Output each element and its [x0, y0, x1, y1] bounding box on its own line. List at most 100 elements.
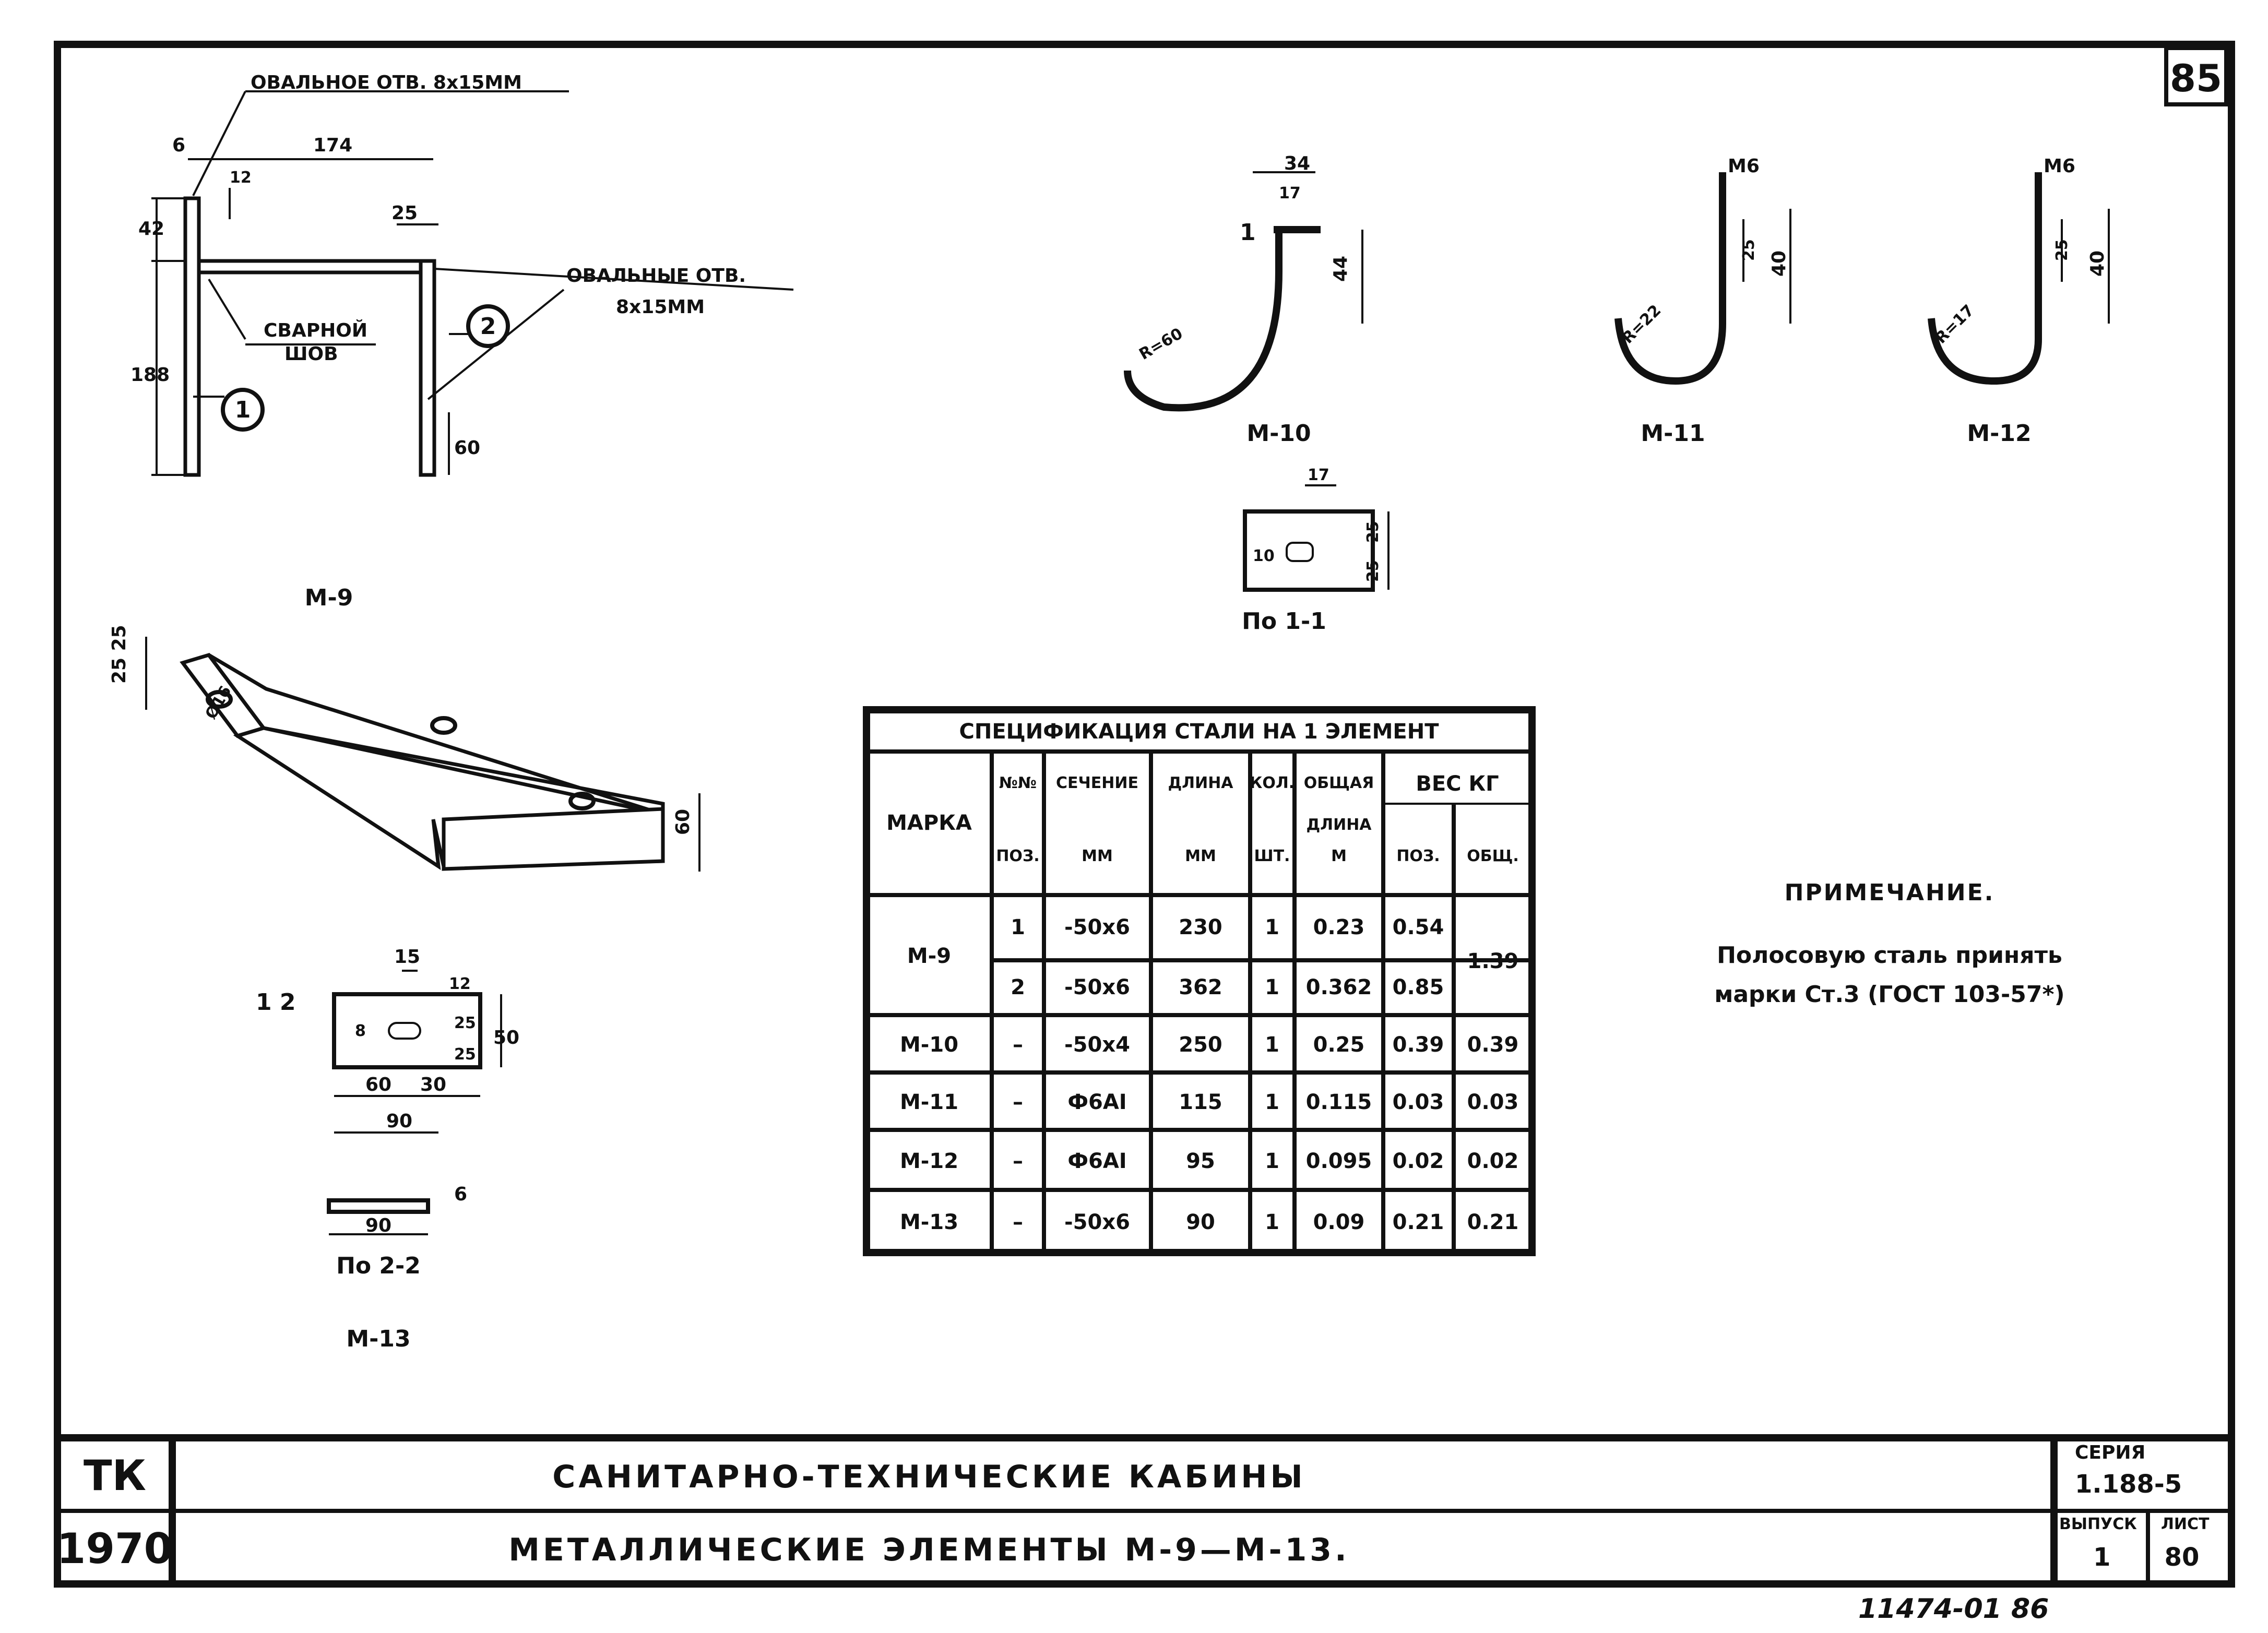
title-main: САНИТАРНО-ТЕХНИЧЕСКИЕ КАБИНЫ — [552, 1459, 1305, 1495]
m11-radius: R=22 — [1619, 301, 1665, 347]
spec-h-w-pos: ПОЗ. — [1396, 847, 1440, 865]
m13-slot — [388, 1022, 421, 1040]
spec-h-total-len-2: ДЛИНА — [1306, 816, 1372, 834]
spec-h-section: СЕЧЕНИЕ — [1056, 774, 1138, 792]
m12-dim-25: 25 — [2053, 239, 2071, 261]
m9-dim-42: 42 — [138, 218, 164, 240]
m9-pos-1-marker — [221, 388, 265, 432]
spec-h-length-unit: ММ — [1185, 847, 1216, 865]
m11-dim-25: 25 — [1740, 239, 1758, 261]
m9-hole-top-note: ОВАЛЬНОЕ ОТВ. 8х15ММ — [251, 72, 522, 93]
spec-h-qty: КОЛ. — [1250, 774, 1295, 792]
sec11-dim-17: 17 — [1308, 466, 1329, 484]
note-heading: ПРИМЕЧАНИЕ. — [1785, 879, 1995, 906]
spec-cell-qty: 1 — [1265, 975, 1279, 999]
spec-h-nn: №№ — [999, 774, 1037, 792]
m13-dim-50: 50 — [493, 1027, 519, 1048]
spec-h-total-len: ОБЩАЯ — [1304, 774, 1374, 792]
sheet-number: 85 — [2170, 56, 2222, 100]
iso-dim-60: 60 — [672, 809, 694, 835]
spec-cell-qty: 1 — [1265, 1090, 1279, 1114]
m9-dim-60: 60 — [454, 437, 480, 459]
spec-cell-pos: – — [1013, 1090, 1023, 1114]
spec-cell-qty: 1 — [1265, 1210, 1279, 1234]
note-line-1: Полосовую сталь принять — [1717, 942, 2062, 969]
spec-table-border — [863, 706, 1536, 1256]
m9-pos-2: 2 — [480, 313, 496, 340]
spec-h-mark: МАРКА — [886, 811, 972, 835]
m12-dim-40: 40 — [2087, 251, 2108, 277]
spec-cell-section: Ф6АI — [1067, 1149, 1126, 1173]
spec-cell-section: -50х4 — [1064, 1033, 1130, 1057]
spec-h-length: ДЛИНА — [1168, 774, 1233, 792]
m9-dim-25: 25 — [391, 202, 418, 224]
m13-dim-12: 12 — [449, 975, 471, 993]
m13-dim-8: 8 — [355, 1022, 366, 1040]
spec-cell-mark: М-12 — [900, 1149, 958, 1173]
m10-hook-shape — [1124, 226, 1283, 412]
m13-drawing: 1 2 15 12 25 25 50 8 60 30 90 90 6 По 2-… — [256, 946, 519, 1352]
m12-label: М-12 — [1967, 420, 2031, 447]
spec-cell-mark: М-9 — [907, 944, 951, 968]
spec-cell-w-total: 0.02 — [1467, 1149, 1519, 1173]
m13-plate-plan — [332, 992, 482, 1069]
spec-h-pos: ПОЗ. — [996, 847, 1039, 865]
spec-cell-pos: – — [1013, 1033, 1023, 1057]
spec-cell-w-pos: 0.85 — [1393, 975, 1444, 999]
spec-h-total-len-unit: М — [1331, 847, 1347, 865]
spec-cell-length: 362 — [1179, 975, 1222, 999]
spec-cell-pos: – — [1013, 1149, 1023, 1173]
m9-dim-188: 188 — [130, 364, 170, 386]
spec-table: СПЕЦИФИКАЦИЯ СТАЛИ НА 1 ЭЛЕМЕНТ МАРКА №№… — [863, 706, 1536, 1256]
spec-cell-w-pos: 0.03 — [1393, 1090, 1444, 1114]
m13-dim-60: 60 — [365, 1074, 391, 1095]
spec-cell-length: 90 — [1186, 1210, 1215, 1234]
section-1-1: 17 25 25 10 По 1-1 — [1242, 466, 1390, 635]
title-year: 1970 — [57, 1524, 173, 1573]
m11-dim-40: 40 — [1768, 251, 1790, 277]
m13-dim-15: 15 — [394, 946, 420, 968]
spec-cell-w-pos: 0.02 — [1393, 1149, 1444, 1173]
m9-label: М-9 — [305, 585, 353, 611]
title-code: ТК — [84, 1451, 146, 1500]
spec-cell-w-total: 0.21 — [1467, 1210, 1519, 1234]
m9-dim-12: 12 — [230, 169, 252, 187]
note-line-2: марки Ст.3 (ГОСТ 103-57*) — [1714, 981, 2064, 1008]
m9-elevation: 1 2 ОВАЛЬНОЕ ОТВ. 8х15ММ ОВАЛЬНЫЕ ОТВ. 8… — [130, 72, 794, 611]
m9-weld-1: СВАРНОЙ — [264, 319, 367, 341]
m11-m6: М6 — [1728, 156, 1760, 177]
spec-cell-length: 250 — [1179, 1033, 1222, 1057]
spec-cell-pos: – — [1013, 1210, 1023, 1234]
m9-weld-2: ШОВ — [284, 343, 338, 365]
spec-cell-total-len: 0.115 — [1306, 1090, 1372, 1114]
m9-dim-174: 174 — [313, 135, 352, 156]
spec-cell-total-len: 0.25 — [1313, 1033, 1365, 1057]
sec11-dim-25b: 25 — [1364, 560, 1382, 582]
spec-h-section-unit: ММ — [1082, 847, 1113, 865]
spec-h-weight: ВЕС КГ — [1416, 772, 1499, 796]
issue-value: 1 — [2093, 1543, 2110, 1572]
spec-cell-qty: 1 — [1265, 1033, 1279, 1057]
sheet-value: 80 — [2165, 1543, 2200, 1572]
spec-cell-w-total: 0.39 — [1467, 1033, 1519, 1057]
sec11-slot — [1286, 542, 1314, 562]
m12-radius: R=17 — [1932, 301, 1978, 347]
spec-cell-mark: М-13 — [900, 1210, 958, 1234]
m13-dim-25b: 25 — [454, 1045, 476, 1064]
iso-right-plate — [442, 807, 665, 871]
spec-cell-section: -50х6 — [1064, 1210, 1130, 1234]
spec-cell-total-len: 0.095 — [1306, 1149, 1372, 1173]
m9-post-1 — [183, 196, 201, 477]
spec-cell-section: -50х6 — [1064, 915, 1130, 939]
m10-sec-1: 1 — [1240, 219, 1256, 246]
spec-cell-pos: 1 — [1011, 915, 1025, 939]
spec-cell-length: 230 — [1179, 915, 1222, 939]
series-value: 1.188-5 — [2075, 1470, 2182, 1499]
spec-cell-w-pos: 0.39 — [1393, 1033, 1444, 1057]
m13-dim-90b: 90 — [365, 1215, 391, 1236]
outer-frame — [54, 41, 2235, 1588]
m10-radius: R=60 — [1136, 325, 1186, 364]
iso-dim-2525: 25 25 — [109, 625, 130, 684]
series-label: СЕРИЯ — [2075, 1442, 2145, 1463]
spec-cell-pos: 2 — [1011, 975, 1025, 999]
